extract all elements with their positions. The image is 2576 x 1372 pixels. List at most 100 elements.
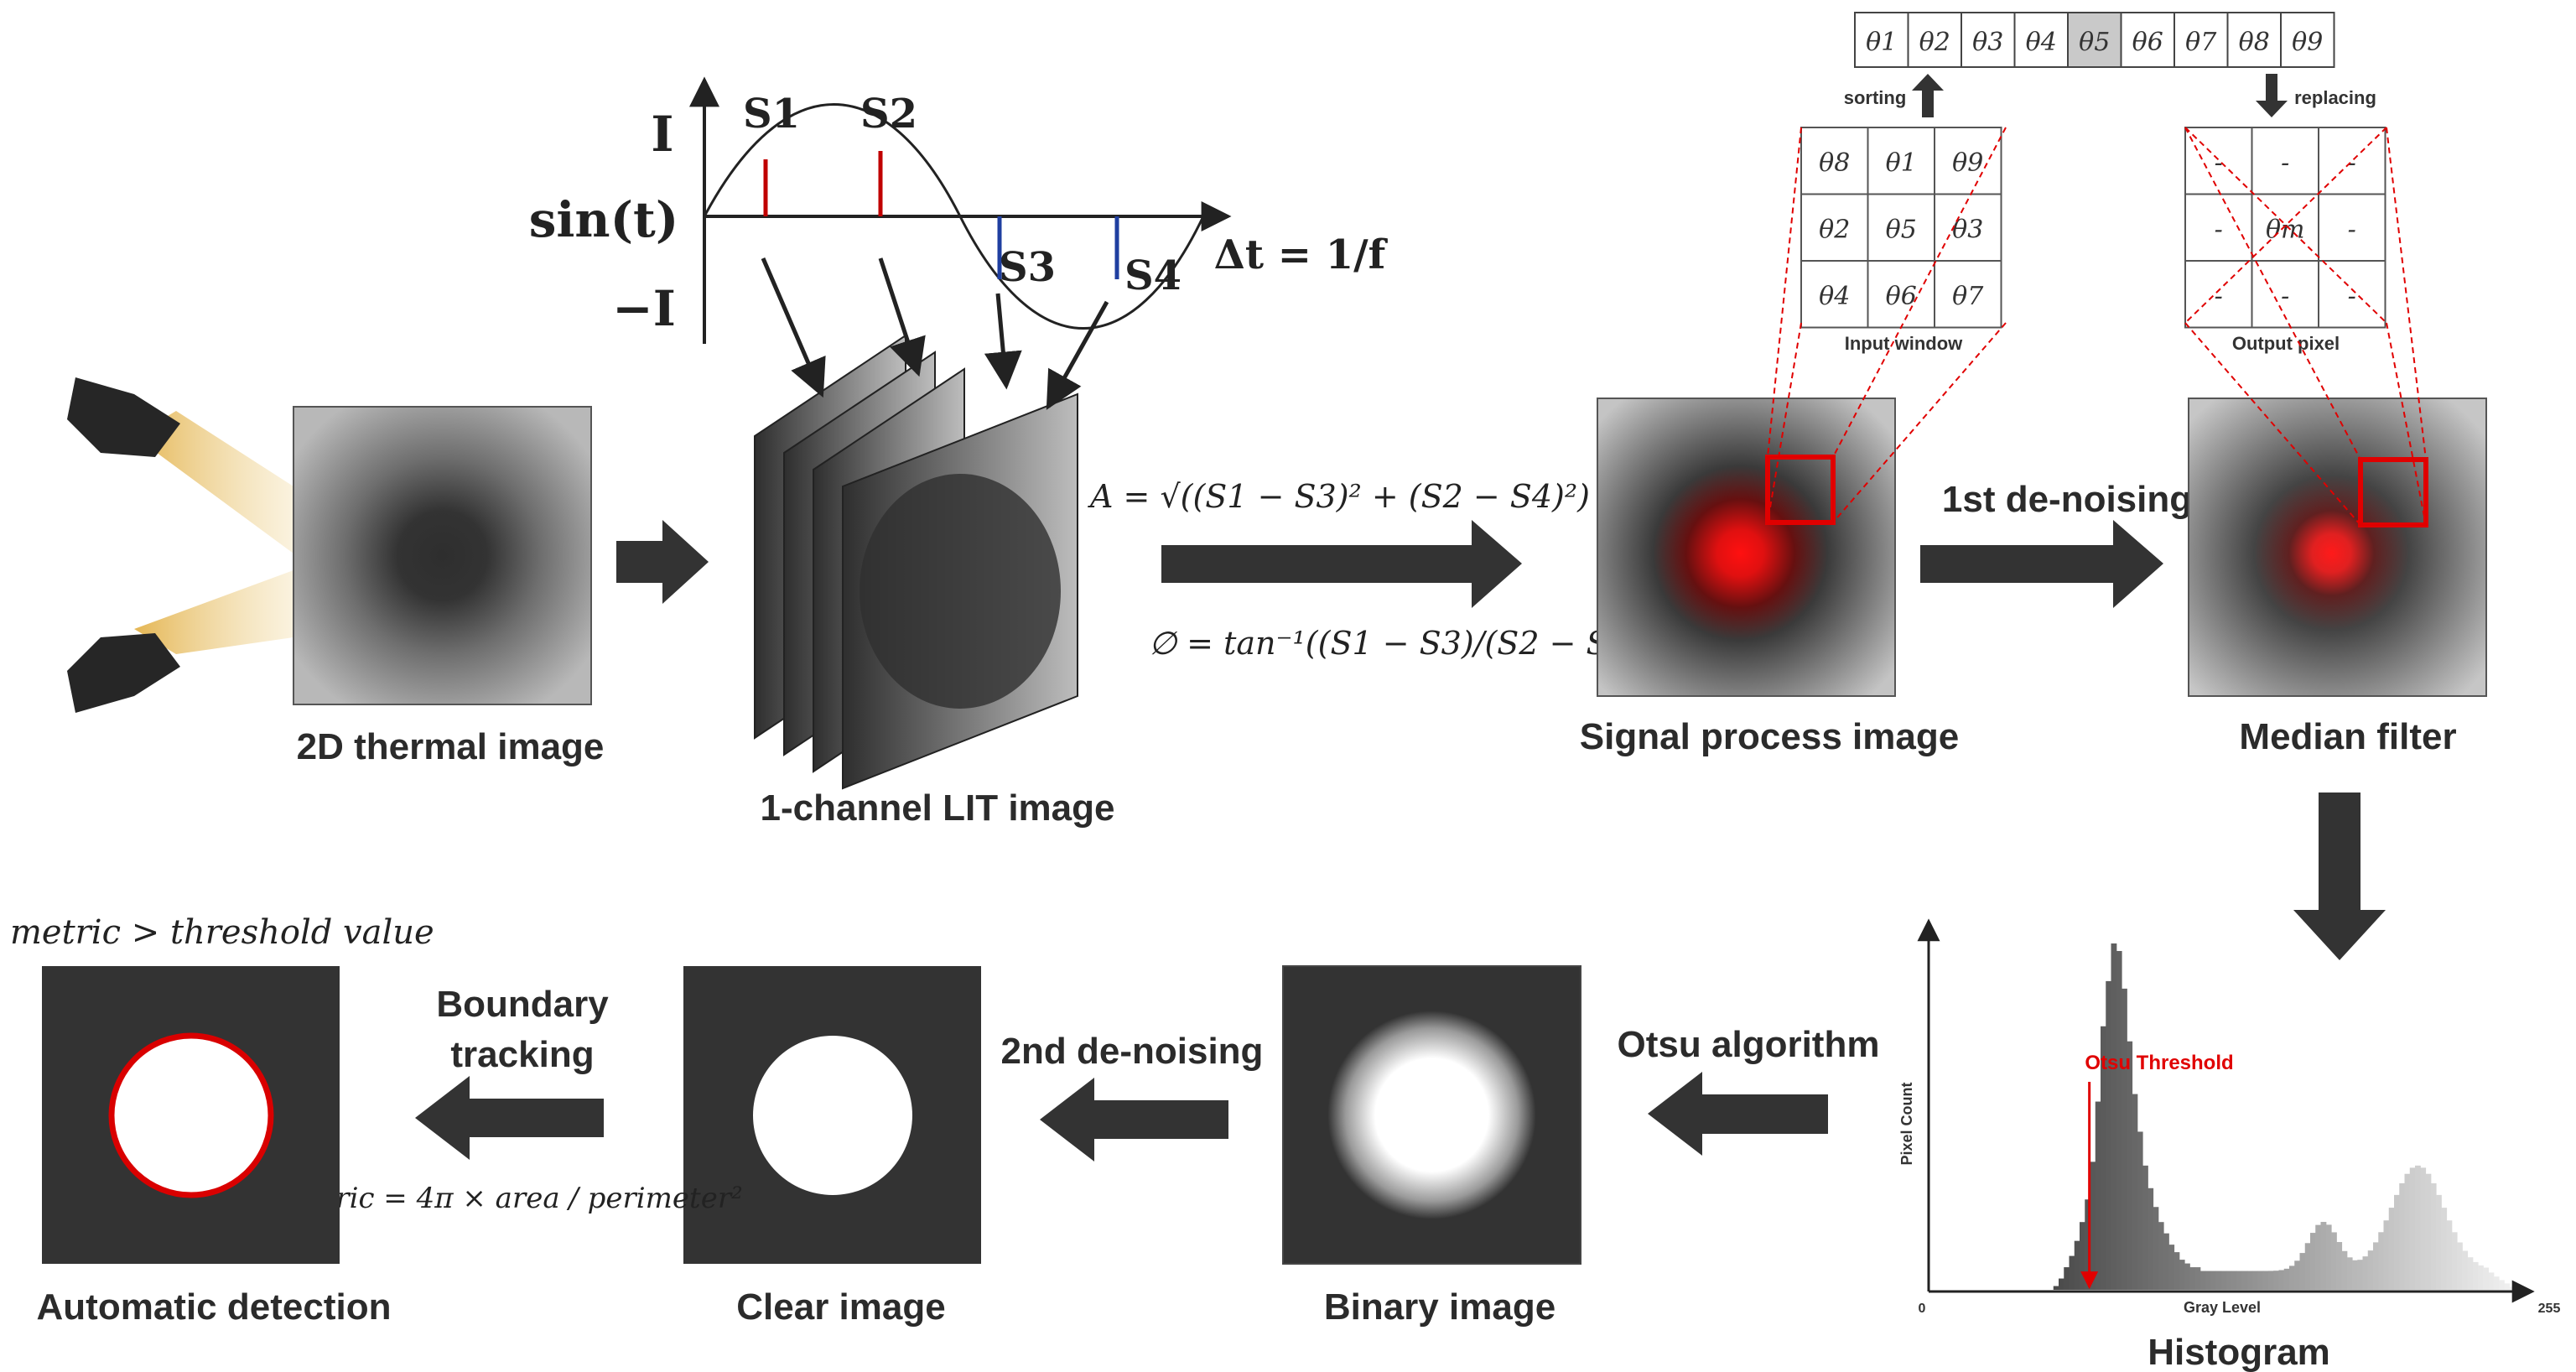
- output-pixel-label: Output pixel: [2232, 333, 2340, 354]
- histogram-bar: [2462, 1250, 2469, 1290]
- histogram-bar: [2383, 1220, 2390, 1290]
- s1-label: S1: [743, 91, 800, 138]
- theta-row-cell: [2013, 12, 2069, 68]
- histogram-bar: [2069, 1255, 2075, 1290]
- histogram-bar: [2226, 1271, 2232, 1290]
- grid-value: θ9: [1952, 148, 1983, 178]
- histogram-bar: [2053, 1286, 2059, 1290]
- histogram-bar: [2210, 1271, 2217, 1290]
- otsu-threshold-label: Otsu Threshold: [2085, 1052, 2233, 1074]
- histogram-bar: [2236, 1271, 2243, 1290]
- histogram-bar: [2409, 1167, 2416, 1290]
- histogram-bar: [2441, 1208, 2448, 1290]
- arrow-median-to-histogram: [2293, 793, 2386, 960]
- theta-row-cell: [1961, 12, 2016, 68]
- grid-cell: [2318, 127, 2386, 195]
- lamp-bottom: [67, 570, 293, 713]
- output-pixel-grid: ----θm----: [2184, 127, 2386, 329]
- grid-cell: [1800, 260, 1869, 329]
- theta-row-cell: [2174, 12, 2229, 68]
- histogram-bar: [2095, 1101, 2101, 1290]
- grid-cell: [1934, 193, 2002, 262]
- histogram-bar: [2378, 1232, 2385, 1290]
- median-window-highlight: [2358, 457, 2428, 527]
- histogram-bar: [2436, 1194, 2442, 1290]
- histogram-bar: [2273, 1271, 2280, 1290]
- grid-value: -: [2348, 282, 2356, 311]
- grid-value: θ5: [1886, 216, 1917, 245]
- histogram-bar: [2388, 1208, 2395, 1290]
- arrow-lit-to-signal: [1161, 520, 1522, 608]
- signal-window-highlight: [1765, 455, 1836, 525]
- histogram-bar: [2074, 1240, 2080, 1290]
- input-window-label: Input window: [1845, 333, 1963, 354]
- histogram-bar: [2189, 1267, 2196, 1290]
- theta-row-value: θ2: [1919, 28, 1950, 57]
- theta-row-cell: [2280, 12, 2335, 68]
- histogram-bar: [2153, 1207, 2159, 1290]
- histogram-bar: [2425, 1173, 2432, 1290]
- grid-value: -: [2215, 148, 2223, 178]
- theta-row-value: θ8: [2239, 28, 2270, 57]
- amplitude-formula: A = √((S1 − S3)² + (S2 − S4)²): [1088, 478, 1590, 515]
- thermal-image: [293, 406, 592, 705]
- histogram-bar: [2262, 1271, 2269, 1290]
- grid-value: -: [2281, 148, 2289, 178]
- histogram-bar: [2168, 1245, 2175, 1290]
- histogram-bar: [2163, 1233, 2169, 1290]
- histogram-bar: [2478, 1265, 2484, 1290]
- threshold-condition: metric > threshold value: [10, 913, 434, 952]
- histogram-bar: [2148, 1188, 2154, 1290]
- histogram-bar: [2252, 1271, 2259, 1290]
- theta-row-cell: [2067, 12, 2122, 68]
- theta-row-value: θ6: [2132, 28, 2163, 57]
- histogram-bar: [2399, 1182, 2406, 1290]
- histogram-bar: [2315, 1224, 2322, 1290]
- histogram-bar: [2231, 1271, 2238, 1290]
- theta-row-cell: [1907, 12, 1962, 68]
- sorting-arrow: [1912, 74, 1944, 117]
- grid-value: θ8: [1819, 148, 1850, 178]
- theta-row-value: θ7: [2185, 28, 2217, 57]
- arrow-signal-to-median: [1920, 520, 2163, 608]
- histogram-bar: [2362, 1256, 2369, 1290]
- histogram-bar: [2090, 1162, 2096, 1290]
- histogram-bar: [2122, 988, 2127, 1290]
- histogram-bar: [2241, 1271, 2248, 1290]
- histogram-bar: [2132, 1094, 2138, 1290]
- auto-label: Automatic detection: [37, 1286, 392, 1328]
- otsu-label: Otsu algorithm: [1618, 1024, 1880, 1065]
- sine-curve: [703, 103, 1205, 330]
- grid-cell: [1800, 127, 1869, 195]
- histogram-bar: [2215, 1271, 2222, 1290]
- phase-formula: ∅ = tan⁻¹((S1 − S3)/(S2 − S4)): [1149, 625, 1653, 662]
- histogram-bar: [2064, 1267, 2070, 1290]
- histogram-bar: [2158, 1222, 2164, 1290]
- theta-row-value: θ5: [2079, 28, 2110, 57]
- histogram-bar: [2085, 1199, 2091, 1290]
- histogram-bar: [2283, 1268, 2290, 1290]
- histogram-bar: [2430, 1182, 2437, 1290]
- histogram-bar: [2331, 1232, 2337, 1290]
- theta-row-value: θ4: [2026, 28, 2057, 57]
- histogram-bar: [2184, 1263, 2190, 1290]
- binary-image: [1282, 965, 1581, 1265]
- histogram-bar: [2367, 1250, 2374, 1290]
- sine-wave-plot: I sin(t) −I S1 S2 S3 S4 Δt = 1/f: [529, 76, 1389, 410]
- histogram-bar: [2299, 1253, 2306, 1290]
- grid-cell: [2251, 127, 2319, 195]
- histogram-bar: [2509, 1286, 2516, 1290]
- histogram-bar: [2415, 1165, 2421, 1290]
- boundary-label-line1: Boundary: [436, 984, 609, 1025]
- y-axis-top-label: I: [651, 106, 673, 163]
- replacing-label: replacing: [2294, 87, 2376, 108]
- thermal-label: 2D thermal image: [297, 726, 605, 767]
- lamp-top: [67, 377, 293, 553]
- histogram-bar: [2504, 1283, 2511, 1290]
- histogram-bar: [2294, 1260, 2301, 1290]
- projection-lines: [1767, 127, 2427, 526]
- clear-blob: [753, 1036, 912, 1195]
- theta-row-value: θ3: [1972, 28, 2003, 57]
- histogram-xlabel: Gray Level: [2184, 1299, 2261, 1316]
- histogram-bar: [2341, 1250, 2348, 1290]
